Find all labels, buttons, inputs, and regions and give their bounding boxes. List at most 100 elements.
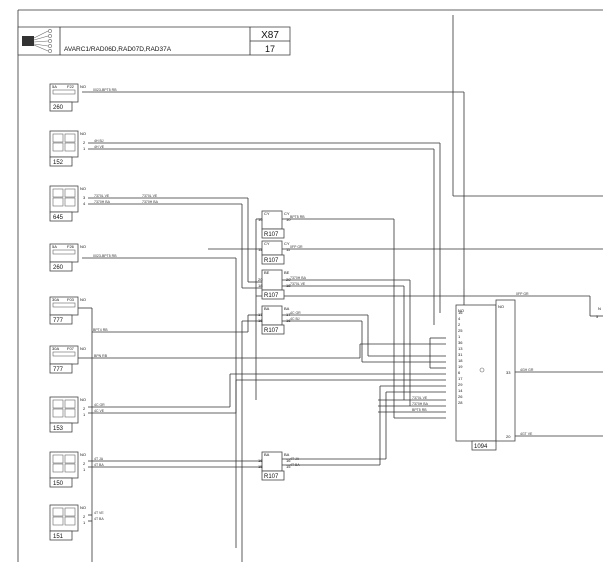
svg-text:7370L VE: 7370L VE: [142, 194, 158, 198]
component-pin: 1: [83, 467, 86, 472]
fuse-amp: 5A: [52, 84, 57, 89]
title-block-frame: [17, 26, 291, 56]
svg-text:CY: CY: [284, 241, 290, 246]
svg-text:BPT5 RB: BPT5 RB: [290, 215, 305, 219]
svg-text:7370H BA: 7370H BA: [290, 276, 307, 280]
module-pin: 2: [458, 322, 461, 327]
module-pin: 18: [458, 358, 463, 363]
module-pin: 36: [458, 340, 463, 345]
svg-text:20: 20: [258, 277, 263, 282]
module-state-right: NO: [498, 304, 504, 309]
module-1094: 1094 NO NO 1642251361331181961729142628 …: [455, 299, 516, 451]
connector-label: R107: [264, 258, 279, 264]
module-pin: 25: [458, 328, 463, 333]
wires: [78, 15, 603, 562]
svg-text:4T BA: 4T BA: [94, 463, 104, 467]
svg-text:7370L VE: 7370L VE: [290, 282, 306, 286]
module-pin: 4: [458, 316, 461, 321]
module-pin: 16: [458, 310, 463, 315]
svg-text:11: 11: [258, 247, 263, 252]
module-pin: 6: [458, 370, 461, 375]
svg-text:0FP GR: 0FP GR: [290, 245, 303, 249]
module-pin: 14: [458, 388, 463, 393]
connector-label: R107: [264, 293, 279, 299]
vehicle-codes: AVARC1/RAD06D,RAD07D,RAD37A: [64, 46, 172, 53]
svg-text:BPT5 RB: BPT5 RB: [412, 408, 427, 412]
component-state: NO: [80, 186, 86, 191]
component-pin: 1: [83, 146, 86, 151]
wire-codes: 0023-BPT5 RB 4H BJ 4H VE 7370L VE 7370H …: [93, 88, 534, 521]
svg-text:15: 15: [258, 464, 263, 469]
svg-text:17: 17: [258, 312, 263, 317]
page-number: 17: [265, 44, 275, 54]
svg-text:18: 18: [258, 283, 263, 288]
svg-text:16: 16: [286, 318, 291, 323]
svg-text:N: N: [598, 306, 601, 311]
component-state: NO: [80, 84, 86, 89]
svg-text:BA: BA: [284, 306, 290, 311]
component-pin: 2: [83, 461, 86, 466]
fuse-amp: 5A: [52, 244, 57, 249]
component-state: NO: [80, 397, 86, 402]
svg-text:4C VE: 4C VE: [94, 409, 105, 413]
svg-text:16: 16: [258, 458, 263, 463]
svg-text:4H VE: 4H VE: [94, 145, 105, 149]
svg-text:10: 10: [286, 217, 291, 222]
svg-text:7370L VE: 7370L VE: [412, 396, 428, 400]
component-pin: 2: [83, 140, 86, 145]
svg-text:4T BA: 4T BA: [290, 463, 300, 467]
svg-text:4T VE: 4T VE: [94, 511, 104, 515]
component-number: 153: [53, 426, 64, 432]
module-pin: 28: [458, 400, 463, 405]
svg-text:BPN RB: BPN RB: [94, 354, 108, 358]
svg-text:7370H BA: 7370H BA: [412, 402, 429, 406]
connector-r107-cy-a: CY CY 10 10 R107: [258, 210, 291, 239]
svg-text:4GH GR: 4GH GR: [520, 368, 534, 372]
component-number: 152: [53, 160, 64, 166]
svg-text:BA: BA: [264, 452, 270, 457]
svg-text:7370H BA: 7370H BA: [94, 200, 111, 204]
svg-text:7370L VE: 7370L VE: [94, 194, 110, 198]
title-block: AVARC1/RAD06D,RAD07D,RAD37A X87 17: [17, 26, 291, 56]
component-pin: 3: [83, 195, 86, 200]
connector-label: R107: [264, 474, 279, 480]
component-state: NO: [80, 297, 86, 302]
module-ground-icon: [479, 367, 485, 373]
svg-text:0023-BPT5 RB: 0023-BPT5 RB: [93, 88, 117, 92]
component-state: NO: [80, 244, 86, 249]
module-pin: 19: [458, 364, 463, 369]
component-pin: 1: [83, 412, 86, 417]
fuse-amp: 30A: [52, 297, 59, 302]
component-pin: 2: [83, 406, 86, 411]
component-number: 150: [53, 481, 64, 487]
module-pin: 1: [458, 334, 461, 339]
component-pin: 2: [83, 514, 86, 519]
module-pin: 29: [458, 382, 463, 387]
svg-text:CY: CY: [264, 241, 270, 246]
component-unit-153: 153 NO 21: [49, 396, 86, 433]
component-number: 645: [53, 215, 64, 221]
svg-text:CY: CY: [264, 211, 270, 216]
svg-text:4GT VE: 4GT VE: [520, 432, 533, 436]
svg-text:15: 15: [286, 464, 291, 469]
connector-plug-icon: [22, 29, 52, 53]
svg-text:4T JA: 4T JA: [94, 457, 104, 461]
svg-text:17: 17: [286, 312, 291, 317]
right-edge-component: N 5: [596, 306, 601, 319]
svg-text:20: 20: [286, 277, 291, 282]
connector-code: X87: [261, 30, 279, 41]
connector-r107-ba-a: BA BA 17 17 16 16 R107: [258, 305, 291, 335]
connector-r107-be: BE BE 20 20 18 18 R107: [258, 269, 291, 300]
svg-text:BA: BA: [284, 452, 290, 457]
svg-text:0023-BPT5 RB: 0023-BPT5 RB: [93, 254, 117, 258]
svg-text:BPT4 RB: BPT4 RB: [93, 328, 108, 332]
svg-text:5: 5: [596, 314, 599, 319]
svg-text:18: 18: [286, 283, 291, 288]
connector-label: R107: [264, 232, 279, 238]
